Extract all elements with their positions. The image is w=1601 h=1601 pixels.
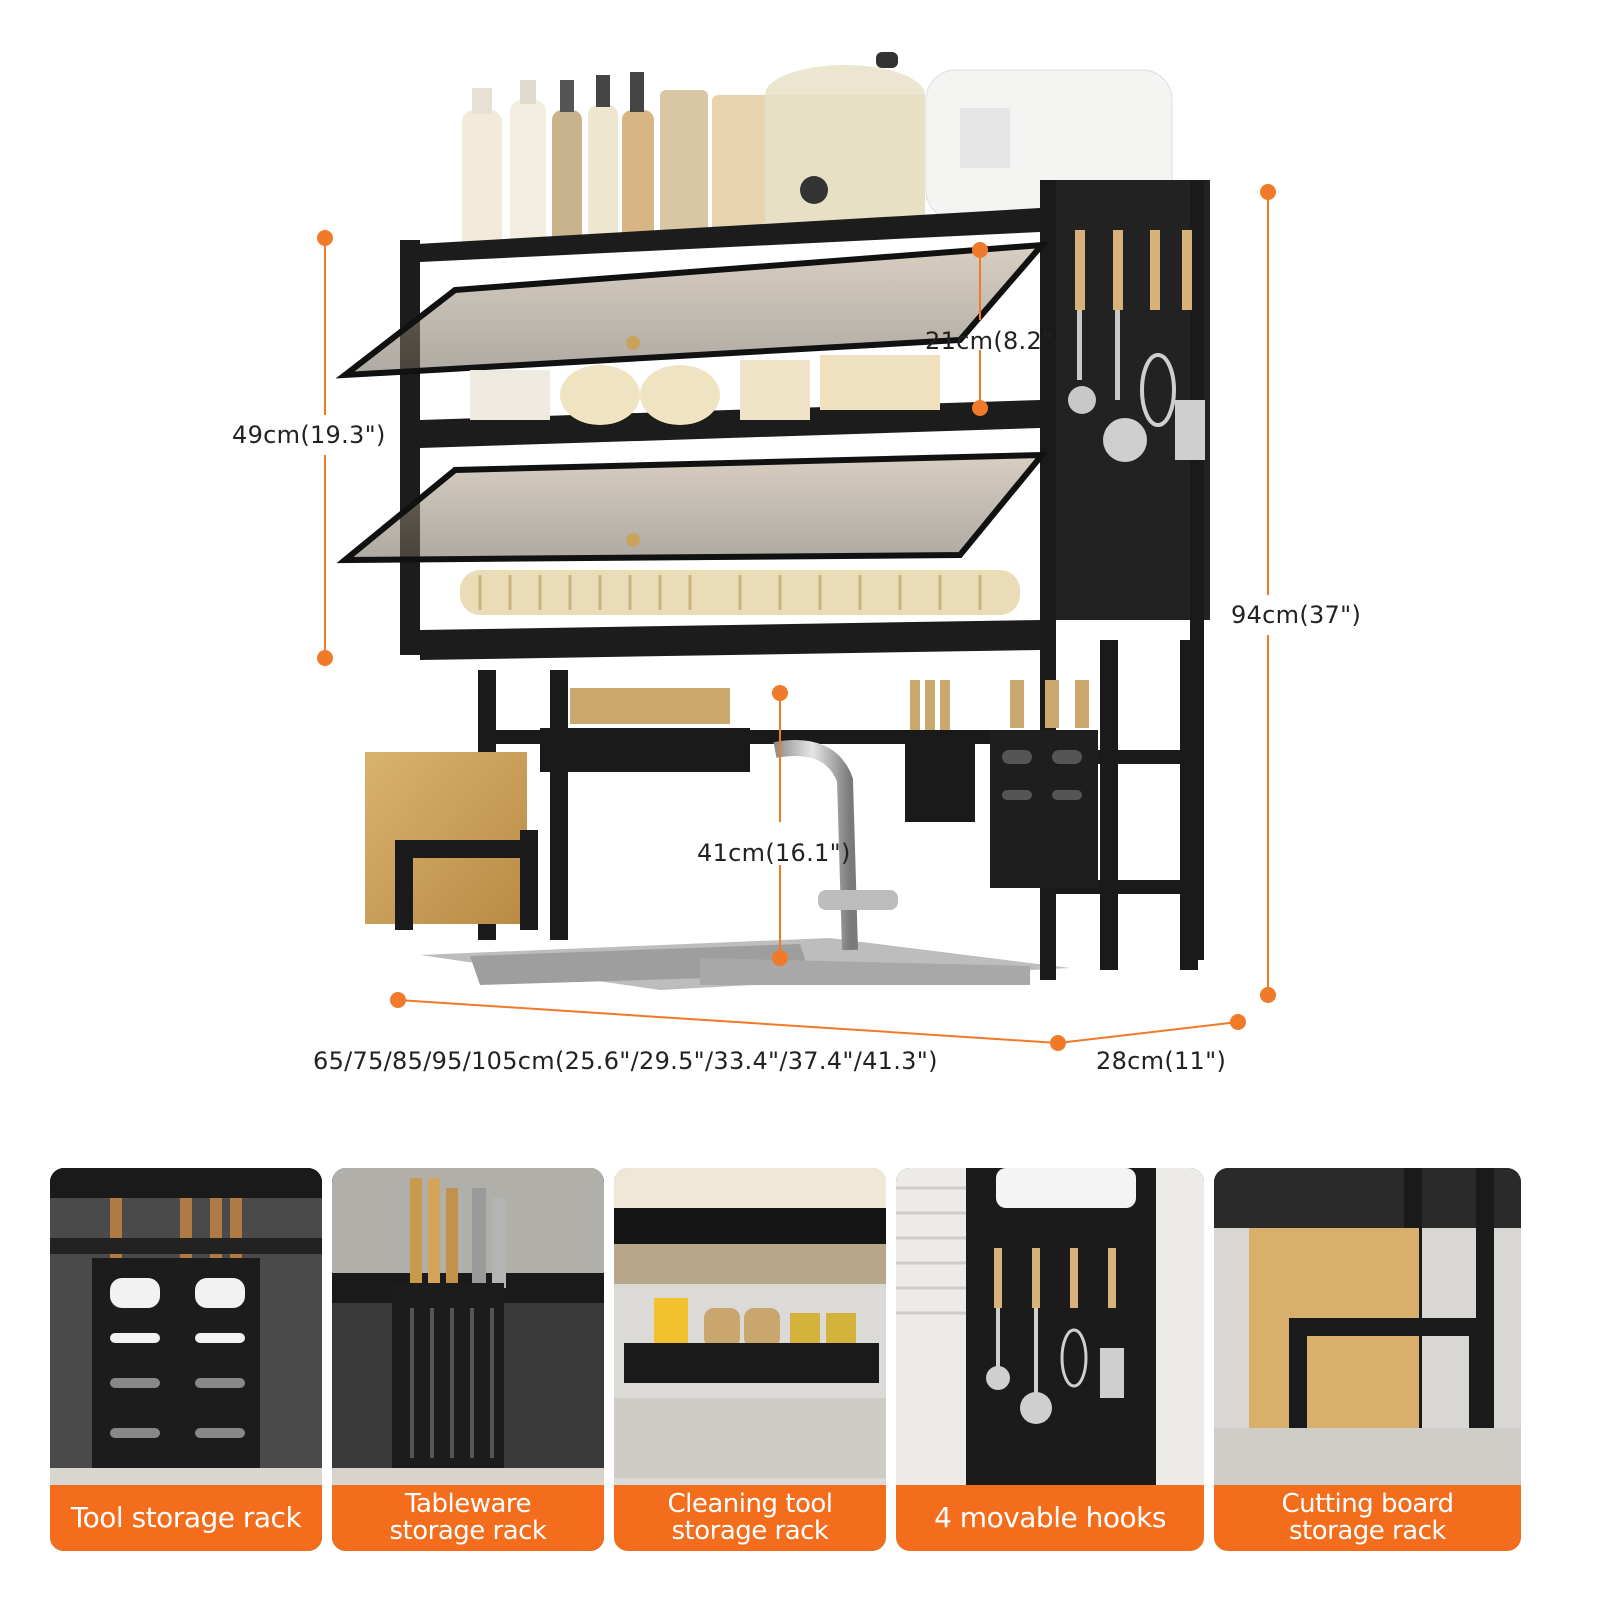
width-options-label: 65/75/85/95/105cm(25.6"/29.5"/33.4"/37.4… bbox=[313, 1047, 938, 1075]
feature-label-band: Cutting board storage rack bbox=[1214, 1485, 1521, 1551]
top-shelf-items bbox=[462, 52, 1173, 250]
utensil-holder bbox=[905, 680, 975, 822]
dish-rack-illustration bbox=[317, 52, 1276, 1051]
cleaning-tray bbox=[540, 688, 750, 772]
dish-plates bbox=[460, 570, 1020, 615]
feature-label-band: Tableware storage rack bbox=[332, 1485, 604, 1551]
feature-card-tableware-storage: Tableware storage rack bbox=[332, 1168, 604, 1551]
dimension-lines bbox=[317, 184, 1276, 1051]
lower-glass-door bbox=[336, 451, 1049, 564]
feature-label: Tool storage rack bbox=[70, 1501, 302, 1534]
feature-label: Tableware storage rack bbox=[389, 1489, 547, 1546]
shelf-height-label: 49cm(19.3") bbox=[232, 421, 386, 449]
clearance-label: 41cm(16.1") bbox=[697, 839, 851, 867]
middle-shelf-items bbox=[470, 355, 940, 425]
feature-label-band: Tool storage rack bbox=[50, 1485, 322, 1551]
depth-label: 28cm(11") bbox=[1096, 1047, 1227, 1075]
hanging-utensils bbox=[1068, 230, 1205, 462]
cutting-board bbox=[365, 752, 538, 930]
tier-gap-label: 21cm(8.2") bbox=[925, 327, 1064, 355]
sink bbox=[420, 938, 1070, 990]
feature-card-cleaning-tool-storage: Cleaning tool storage rack bbox=[614, 1168, 886, 1551]
upper-glass-door bbox=[335, 241, 1050, 379]
feature-card-movable-hooks: 4 movable hooks bbox=[896, 1168, 1204, 1551]
feature-label-band: 4 movable hooks bbox=[896, 1485, 1204, 1551]
total-height-label: 94cm(37") bbox=[1231, 601, 1362, 629]
feature-label: 4 movable hooks bbox=[934, 1501, 1166, 1534]
feature-card-tool-storage: Tool storage rack bbox=[50, 1168, 322, 1551]
faucet bbox=[773, 740, 898, 951]
feature-label: Cutting board storage rack bbox=[1281, 1489, 1454, 1546]
feature-label: Cleaning tool storage rack bbox=[667, 1489, 834, 1546]
feature-label-band: Cleaning tool storage rack bbox=[614, 1485, 886, 1551]
knife-block bbox=[990, 680, 1098, 888]
feature-card-cutting-board-storage: Cutting board storage rack bbox=[1214, 1168, 1521, 1551]
